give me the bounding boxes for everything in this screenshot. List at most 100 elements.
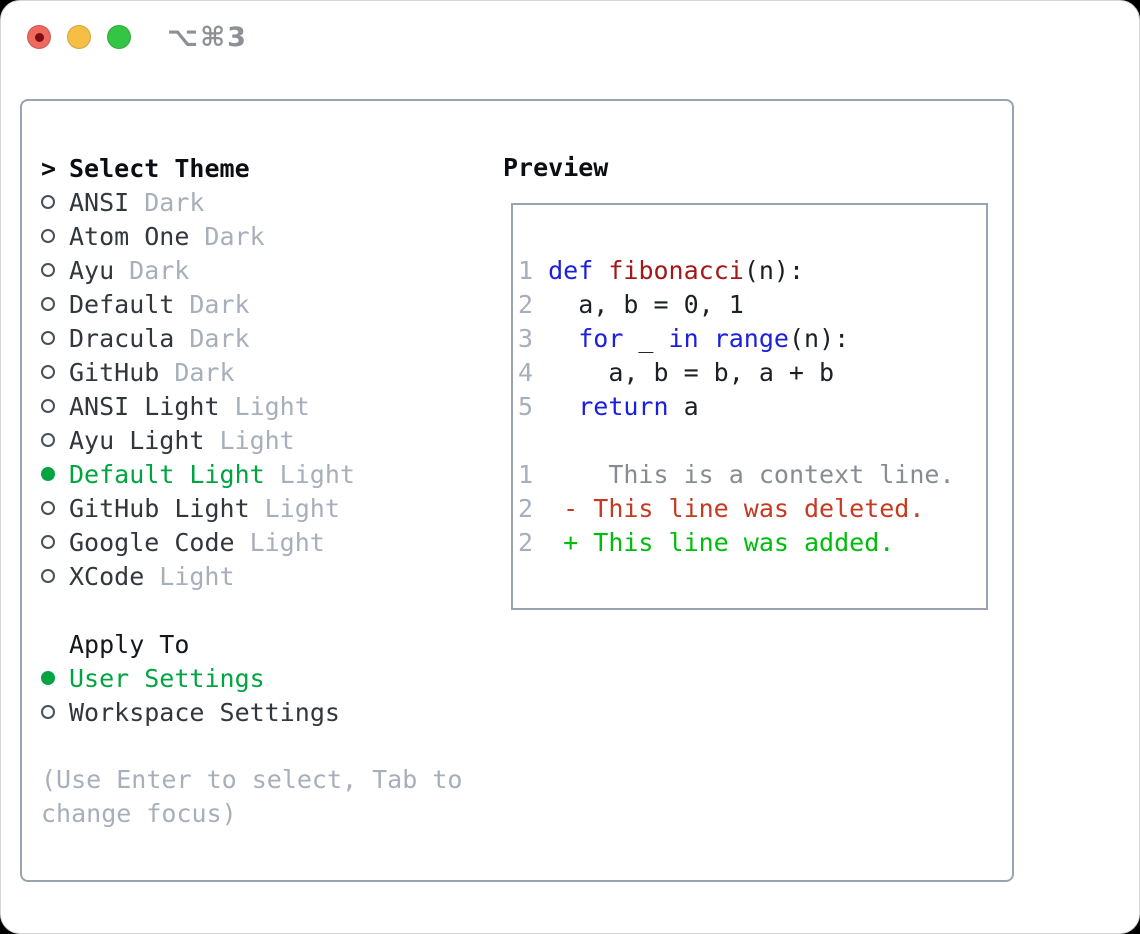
radio-icon bbox=[41, 331, 55, 345]
theme-variant-label: Dark bbox=[144, 187, 205, 217]
code-line: 4 a, b = b, a + b bbox=[518, 356, 986, 390]
code-line: 5 return a bbox=[518, 390, 986, 424]
apply-option-user-settings[interactable]: User Settings bbox=[41, 661, 340, 695]
keyword-token: range bbox=[713, 324, 789, 353]
theme-variant-label: Dark bbox=[189, 323, 250, 353]
theme-name: ANSI bbox=[69, 187, 130, 217]
apply-option-label: User Settings bbox=[69, 663, 265, 693]
line-number: 2 bbox=[518, 290, 534, 319]
code-token bbox=[533, 324, 578, 353]
theme-variant-label: Dark bbox=[204, 221, 265, 251]
theme-option-atom-one[interactable]: Atom One Dark bbox=[41, 219, 355, 253]
line-number: 5 bbox=[518, 392, 534, 421]
window-shortcut-label: ⌥⌘3 bbox=[167, 22, 248, 53]
radio-icon bbox=[41, 671, 55, 685]
code-line: 3 for _ in range(n): bbox=[518, 322, 986, 356]
theme-option-ansi[interactable]: ANSI Dark bbox=[41, 185, 355, 219]
code-line: 2 a, b = 0, 1 bbox=[518, 288, 986, 322]
radio-icon bbox=[41, 467, 55, 481]
line-number: 3 bbox=[518, 324, 534, 353]
keyword-token: for bbox=[578, 324, 624, 353]
code-token: a, b = b, a + b bbox=[533, 358, 835, 387]
theme-option-xcode[interactable]: XCode Light bbox=[41, 559, 355, 593]
radio-icon bbox=[41, 365, 55, 379]
selection-cursor-icon: > bbox=[41, 153, 57, 183]
theme-variant-label: Light bbox=[159, 561, 235, 591]
code-line: 2 - This line was deleted. bbox=[518, 492, 986, 526]
radio-container bbox=[41, 297, 69, 311]
radio-container bbox=[41, 331, 69, 345]
theme-name: Ayu Light bbox=[69, 425, 205, 455]
code-token bbox=[533, 460, 608, 489]
apply-to-header: Apply To bbox=[41, 627, 340, 661]
theme-name: Default Light bbox=[69, 459, 265, 489]
radio-container bbox=[41, 229, 69, 243]
radio-icon bbox=[41, 501, 55, 515]
code-token: (n): bbox=[788, 324, 850, 353]
radio-icon bbox=[41, 569, 55, 583]
radio-container bbox=[41, 501, 69, 515]
theme-variant-label: Light bbox=[234, 391, 310, 421]
radio-icon bbox=[41, 399, 55, 413]
theme-list-header: >Select Theme bbox=[41, 151, 355, 185]
code-token: a, b = 0, 1 bbox=[533, 290, 744, 319]
theme-name: XCode bbox=[69, 561, 145, 591]
traffic-lights bbox=[27, 25, 131, 49]
code-token bbox=[533, 528, 563, 557]
line-number: 1 bbox=[518, 256, 534, 285]
radio-container bbox=[41, 263, 69, 277]
code-token: _ bbox=[623, 324, 669, 353]
theme-name: Ayu bbox=[69, 255, 115, 285]
minimize-button[interactable] bbox=[67, 25, 91, 49]
theme-name: GitHub Light bbox=[69, 493, 250, 523]
code-line: 1 def fibonacci(n): bbox=[518, 254, 986, 288]
theme-name: Atom One bbox=[69, 221, 190, 251]
theme-option-default-light[interactable]: Default Light Light bbox=[41, 457, 355, 491]
radio-icon bbox=[41, 535, 55, 549]
theme-variant-label: Light bbox=[279, 459, 355, 489]
preview-title: Preview bbox=[503, 153, 609, 182]
code-token: a bbox=[668, 392, 699, 421]
diff-added-token: + This line was added. bbox=[563, 528, 895, 557]
theme-option-google-code[interactable]: Google Code Light bbox=[41, 525, 355, 559]
radio-container bbox=[41, 399, 69, 413]
keyword-token: return bbox=[578, 392, 669, 421]
close-button[interactable] bbox=[27, 25, 51, 49]
theme-name: Google Code bbox=[69, 527, 235, 557]
radio-container bbox=[41, 705, 69, 719]
radio-container bbox=[41, 467, 69, 481]
radio-container bbox=[41, 535, 69, 549]
code-token bbox=[533, 494, 563, 523]
line-number: 4 bbox=[518, 358, 534, 387]
apply-option-workspace-settings[interactable]: Workspace Settings bbox=[41, 695, 340, 729]
theme-variant-label: Dark bbox=[189, 289, 250, 319]
radio-icon bbox=[41, 263, 55, 277]
radio-container bbox=[41, 569, 69, 583]
code-line bbox=[518, 424, 986, 458]
radio-icon bbox=[41, 229, 55, 243]
diff-context-token: This is a context line. bbox=[608, 460, 955, 489]
radio-container bbox=[41, 433, 69, 447]
keyword-token: def bbox=[548, 256, 594, 285]
apply-option-label: Workspace Settings bbox=[69, 697, 340, 727]
zoom-button[interactable] bbox=[107, 25, 131, 49]
line-number: 2 bbox=[518, 528, 534, 557]
code-token bbox=[533, 392, 578, 421]
theme-variant-label: Light bbox=[249, 527, 325, 557]
theme-name: Dracula bbox=[69, 323, 175, 353]
diff-deleted-token: - This line was deleted. bbox=[563, 494, 925, 523]
theme-option-dracula[interactable]: Dracula Dark bbox=[41, 321, 355, 355]
line-number: 2 bbox=[518, 494, 534, 523]
code-line: 1 This is a context line. bbox=[518, 458, 986, 492]
